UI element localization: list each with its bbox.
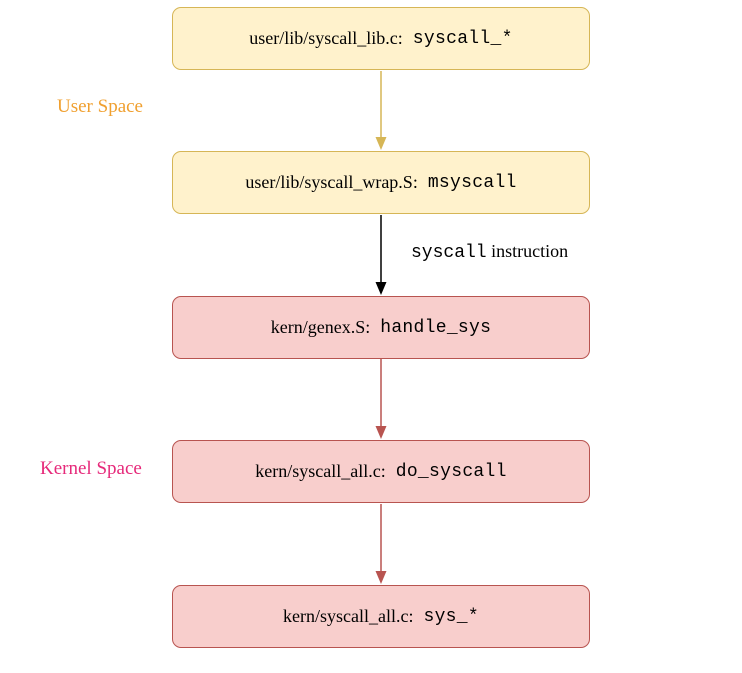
edge-label-text: instruction (491, 241, 569, 261)
node-file-label: user/lib/syscall_lib.c: (249, 28, 403, 48)
arrowhead-lib-to-wrap (375, 137, 387, 150)
kernel-space-label: Kernel Space (40, 458, 142, 479)
arrowhead-dosyscall-to-sys (375, 571, 387, 584)
user-space-label: User Space (57, 96, 143, 117)
node-file-label: kern/genex.S: (270, 317, 371, 337)
node-symbol-label: sys_* (423, 606, 479, 627)
node-file-label: user/lib/syscall_wrap.S: (245, 172, 418, 192)
syscall-instruction-label: syscall instruction (411, 241, 568, 263)
node-syscall-lib: user/lib/syscall_lib.c: syscall_* (172, 7, 590, 70)
node-symbol-label: handle_sys (380, 317, 492, 338)
node-syscall-wrap: user/lib/syscall_wrap.S: msyscall (172, 151, 590, 214)
arrowhead-genex-to-dosyscall (375, 426, 387, 439)
node-symbol-label: msyscall (427, 172, 517, 193)
edge-label-code: syscall (411, 243, 487, 263)
node-symbol-label: do_syscall (395, 461, 507, 482)
node-symbol-label: syscall_* (412, 28, 513, 49)
node-genex: kern/genex.S: handle_sys (172, 296, 590, 359)
node-file-label: kern/syscall_all.c: (255, 461, 386, 481)
node-file-label: kern/syscall_all.c: (283, 606, 414, 626)
arrowhead-wrap-to-genex (375, 282, 387, 295)
node-sys-handlers: kern/syscall_all.c: sys_* (172, 585, 590, 648)
node-do-syscall: kern/syscall_all.c: do_syscall (172, 440, 590, 503)
